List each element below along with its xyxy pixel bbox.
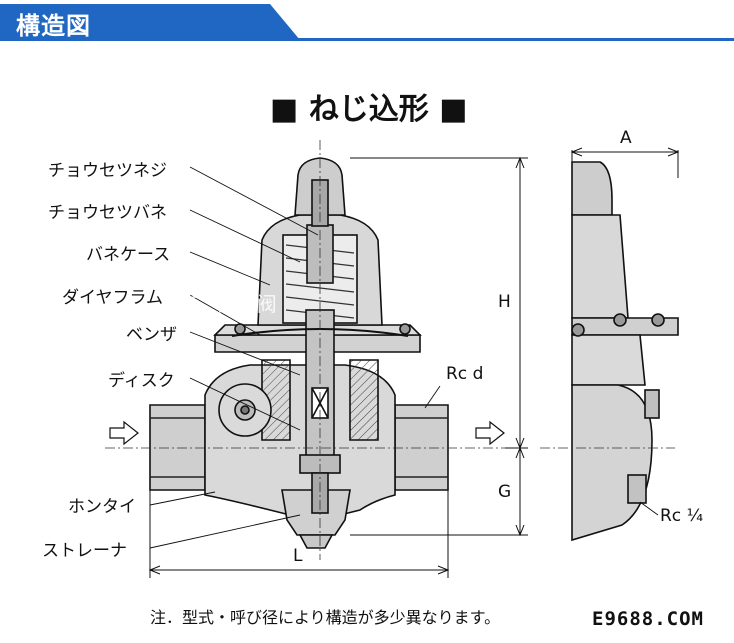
site-watermark: E9688.COM — [592, 608, 704, 630]
part-label-body: ホンタイ — [68, 497, 136, 517]
part-label-valve-seat: ベンザ — [126, 325, 177, 345]
body-side-view — [571, 161, 679, 542]
dimension-l-label: L — [293, 546, 303, 566]
dimension-a-label: A — [620, 128, 632, 148]
section-header: 構造図 — [0, 0, 734, 44]
part-label-spring-case: バネケース — [86, 245, 171, 265]
diagram-title: ■ ねじ込形 ■ — [270, 92, 468, 127]
section-title: 構造図 — [16, 12, 91, 40]
overlay-watermark-text: 汽 压 阀 — [180, 292, 283, 316]
flow-arrow-in — [109, 420, 139, 446]
leader-lines — [149, 166, 659, 549]
dimension-h-label: H — [498, 292, 511, 312]
flow-arrow-out — [475, 420, 505, 446]
body-front-view — [149, 157, 449, 549]
header-underline — [0, 38, 734, 41]
part-label-adjusting-screw: チョウセツネジ — [48, 161, 167, 181]
header-tab — [0, 4, 300, 40]
footnote: 注．型式・呼び径により構造が多少異なります。 — [150, 608, 501, 627]
part-label-disc: ディスク — [108, 371, 175, 391]
part-label-strainer: ストレーナ — [42, 541, 127, 561]
part-label-diaphragm: ダイヤフラム — [62, 288, 163, 308]
dimension-g-label: G — [498, 482, 512, 502]
part-label-adjusting-spring: チョウセツバネ — [48, 203, 167, 223]
connection-rc-quarter-label: Rc ¼ — [660, 506, 704, 526]
connection-rc-d-label: Rc d — [446, 364, 484, 384]
